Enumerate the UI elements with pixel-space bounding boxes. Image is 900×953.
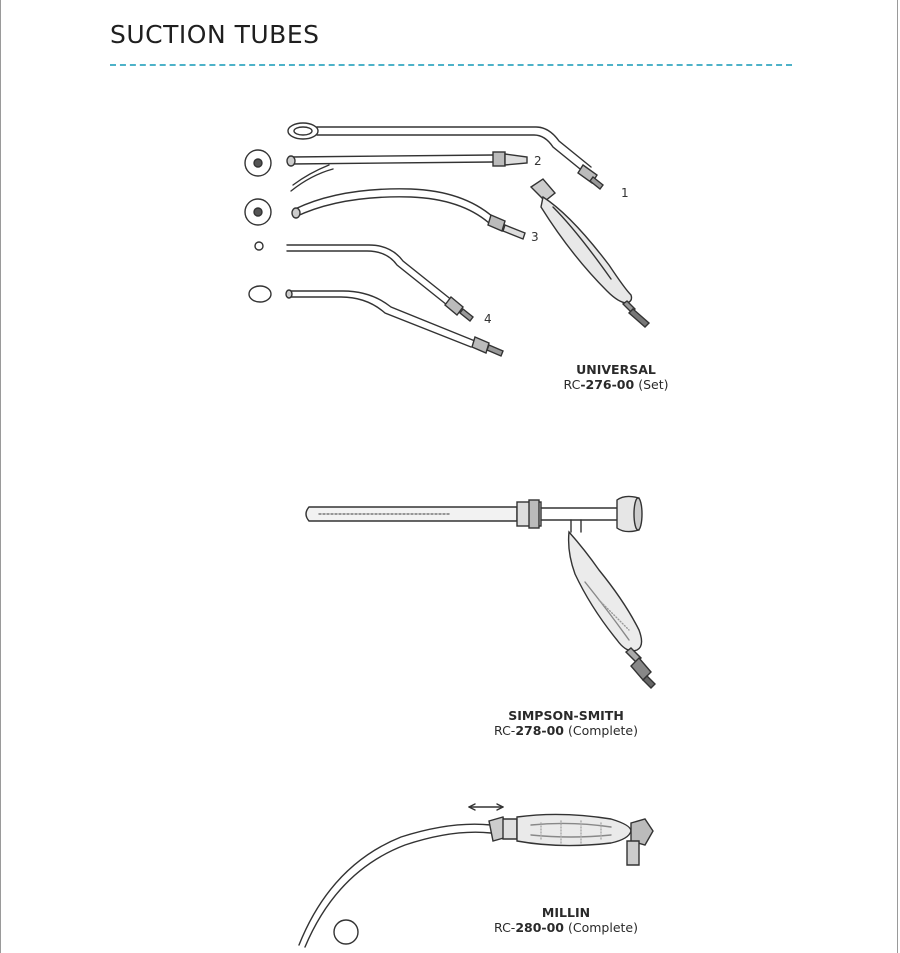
part-number-2: 2 (534, 154, 542, 168)
product-code-number: -276-00 (580, 377, 635, 392)
universal-suction-set-illustration: 2 1 3 4 (244, 122, 651, 357)
part-number-1: 1 (621, 186, 629, 200)
millin-caption: MILLIN RC-280-00 (Complete) (481, 905, 651, 935)
product-code-prefix: RC- (494, 723, 516, 738)
universal-caption: UNIVERSAL RC-276-00 (Set) (541, 362, 691, 392)
product-name: UNIVERSAL (576, 362, 656, 377)
product-variant: (Complete) (567, 723, 638, 738)
product-code-prefix: RC (563, 377, 581, 392)
product-name: MILLIN (541, 905, 591, 920)
title-divider (110, 64, 792, 66)
product-code-prefix: RC- (494, 920, 516, 935)
simpson-smith-caption: SIMPSON-SMITH RC-278-00 (Complete) (481, 708, 651, 738)
product-variant: (Set) (638, 377, 669, 392)
product-variant: (Complete) (567, 920, 638, 935)
part-number-4: 4 (484, 312, 492, 326)
part-number-3: 3 (531, 230, 539, 244)
product-name: SIMPSON-SMITH (508, 708, 624, 723)
simpson-smith-suction-tube-illustration (305, 495, 656, 689)
millin-suction-tube-illustration (298, 803, 654, 948)
product-code-number: 280-00 (515, 920, 564, 935)
page-title: SUCTION TUBES (110, 20, 320, 49)
product-code-number: 278-00 (515, 723, 564, 738)
